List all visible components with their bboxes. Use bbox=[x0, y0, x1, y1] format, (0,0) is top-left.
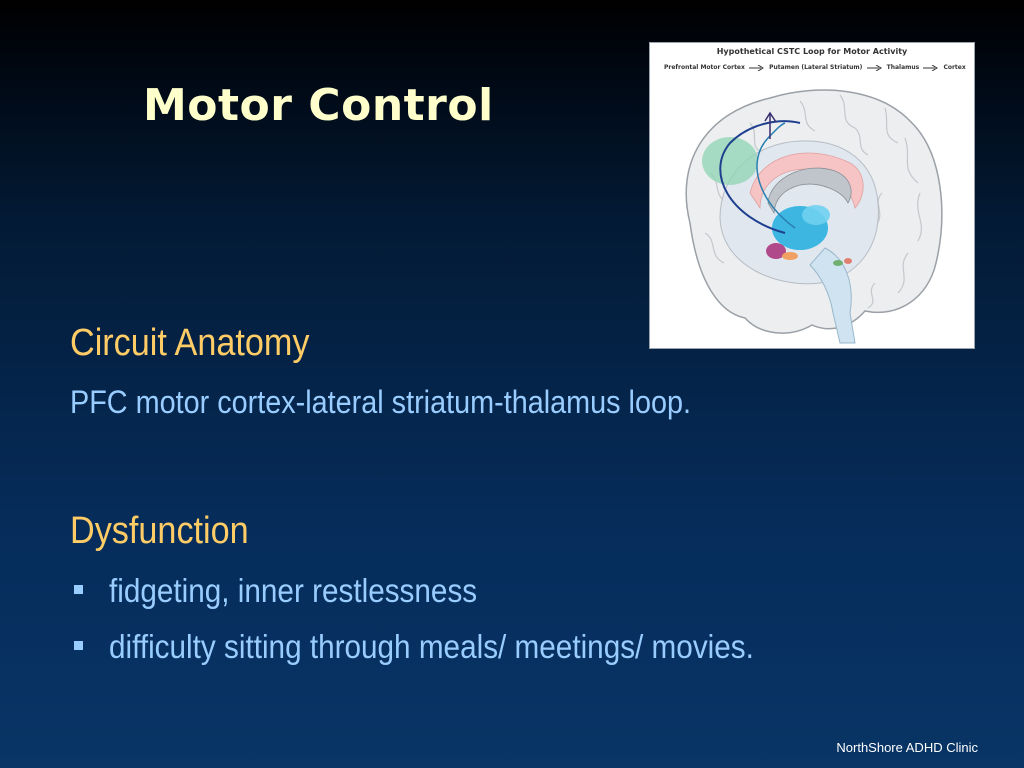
section-heading-circuit-anatomy: Circuit Anatomy bbox=[70, 322, 310, 364]
list-item-text: fidgeting, inner restlessness bbox=[109, 572, 478, 609]
pathway-step: Cortex bbox=[943, 64, 966, 71]
figure-title: Hypothetical CSTC Loop for Motor Activit… bbox=[716, 47, 908, 56]
figure-pathway: Prefrontal Motor Cortex Putamen (Lateral… bbox=[664, 64, 966, 71]
arrow-icon bbox=[923, 64, 939, 71]
circuit-anatomy-text: PFC motor cortex-lateral striatum-thalam… bbox=[70, 384, 691, 420]
pathway-step: Prefrontal Motor Cortex bbox=[664, 64, 745, 71]
slide-title: Motor Control bbox=[143, 80, 494, 131]
arrow-icon bbox=[748, 64, 764, 71]
bullet-square-icon bbox=[74, 641, 83, 650]
pathway-step: Thalamus bbox=[886, 64, 920, 71]
list-item-text: difficulty sitting through meals/ meetin… bbox=[109, 628, 754, 665]
footer-text: NorthShore ADHD Clinic bbox=[836, 740, 978, 755]
brain-figure: Hypothetical CSTC Loop for Motor Activit… bbox=[649, 42, 975, 349]
bullet-square-icon bbox=[74, 585, 83, 594]
arrow-icon bbox=[866, 64, 882, 71]
pathway-step: Putamen (Lateral Striatum) bbox=[769, 64, 863, 71]
section-heading-dysfunction: Dysfunction bbox=[70, 510, 249, 552]
brain-illustration bbox=[685, 89, 943, 344]
